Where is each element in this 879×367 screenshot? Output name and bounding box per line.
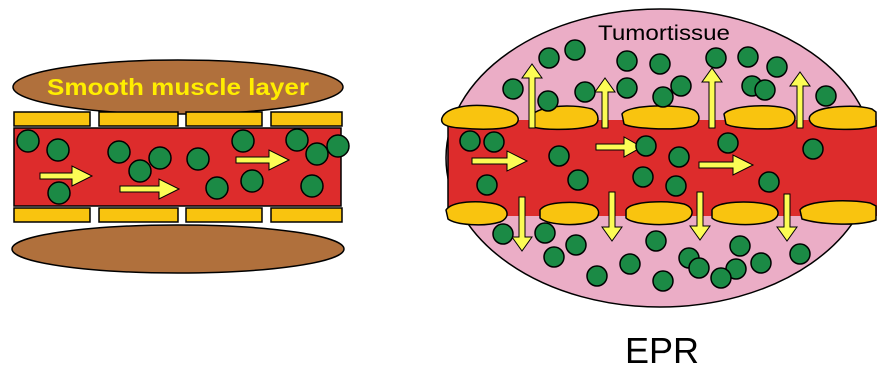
endothelial-cell: [186, 112, 262, 126]
smooth-muscle-label: Smooth muscle layer: [47, 74, 309, 100]
nanoparticle: [738, 47, 758, 67]
nanoparticle: [535, 223, 555, 243]
endothelial-wall-top: [14, 112, 342, 126]
endothelial-cell: [14, 112, 90, 126]
nanoparticle: [790, 244, 810, 264]
nanoparticle: [47, 139, 69, 161]
endothelial-cell: [800, 201, 876, 224]
nanoparticle: [538, 91, 558, 111]
nanoparticle: [653, 87, 673, 107]
nanoparticle: [816, 86, 836, 106]
nanoparticle: [301, 175, 323, 197]
nanoparticle: [767, 57, 787, 77]
nanoparticle: [539, 48, 559, 68]
endothelial-cell: [271, 208, 342, 222]
endothelial-cell: [442, 105, 519, 129]
nanoparticle: [493, 224, 513, 244]
nanoparticle: [669, 147, 689, 167]
endothelial-cell: [712, 202, 778, 225]
nanoparticle: [689, 258, 709, 278]
nanoparticle: [566, 235, 586, 255]
endothelial-cell: [622, 106, 699, 129]
nanoparticle: [17, 130, 39, 152]
nanoparticle: [149, 147, 171, 169]
endothelial-cell: [724, 106, 795, 129]
nanoparticle: [503, 79, 523, 99]
nanoparticle: [232, 130, 254, 152]
nanoparticle: [108, 141, 130, 163]
nanoparticle: [549, 146, 569, 166]
nanoparticle: [241, 170, 263, 192]
nanoparticle: [460, 131, 480, 151]
nanoparticle: [755, 80, 775, 100]
endothelial-cell: [271, 112, 342, 126]
nanoparticle: [706, 48, 726, 68]
tumor-tissue-label: Tumortissue: [598, 22, 730, 45]
endothelial-cell: [99, 112, 178, 126]
endothelial-cell: [540, 202, 599, 224]
endothelial-wall-bottom: [14, 208, 342, 222]
normal-vessel-panel: Smooth muscle layer: [12, 60, 349, 273]
nanoparticle: [718, 133, 738, 153]
nanoparticle: [617, 51, 637, 71]
nanoparticle: [587, 266, 607, 286]
nanoparticle: [711, 268, 731, 288]
nanoparticle: [286, 129, 308, 151]
smooth-muscle-layer-bottom: [12, 225, 344, 273]
nanoparticle: [759, 172, 779, 192]
endothelial-cell: [99, 208, 178, 222]
nanoparticle: [671, 76, 691, 96]
nanoparticle: [477, 175, 497, 195]
endothelial-cell: [446, 202, 507, 225]
endothelial-cell: [186, 208, 262, 222]
nanoparticle: [633, 167, 653, 187]
endothelial-cell: [809, 106, 876, 129]
nanoparticle: [650, 54, 670, 74]
nanoparticle: [730, 236, 750, 256]
nanoparticle: [751, 253, 771, 273]
nanoparticle: [568, 170, 588, 190]
tumor-vessel-panel: Tumortissue: [442, 9, 877, 367]
nanoparticle: [484, 132, 504, 152]
endothelial-cell: [14, 208, 90, 222]
epr-caption: EPR: [625, 330, 699, 367]
nanoparticle: [620, 254, 640, 274]
endothelial-cell: [530, 106, 598, 129]
nanoparticle: [803, 139, 823, 159]
nanoparticle: [306, 143, 328, 165]
nanoparticle: [187, 148, 209, 170]
nanoparticle: [617, 78, 637, 98]
nanoparticle: [653, 271, 673, 291]
nanoparticle: [206, 177, 228, 199]
nanoparticle: [666, 176, 686, 196]
nanoparticle: [129, 160, 151, 182]
nanoparticle: [565, 40, 585, 60]
nanoparticle: [48, 182, 70, 204]
nanoparticle: [544, 247, 564, 267]
nanoparticle: [646, 231, 666, 251]
endothelial-cell: [626, 202, 692, 225]
nanoparticle: [575, 82, 595, 102]
nanoparticle: [327, 135, 349, 157]
nanoparticle: [636, 136, 656, 156]
